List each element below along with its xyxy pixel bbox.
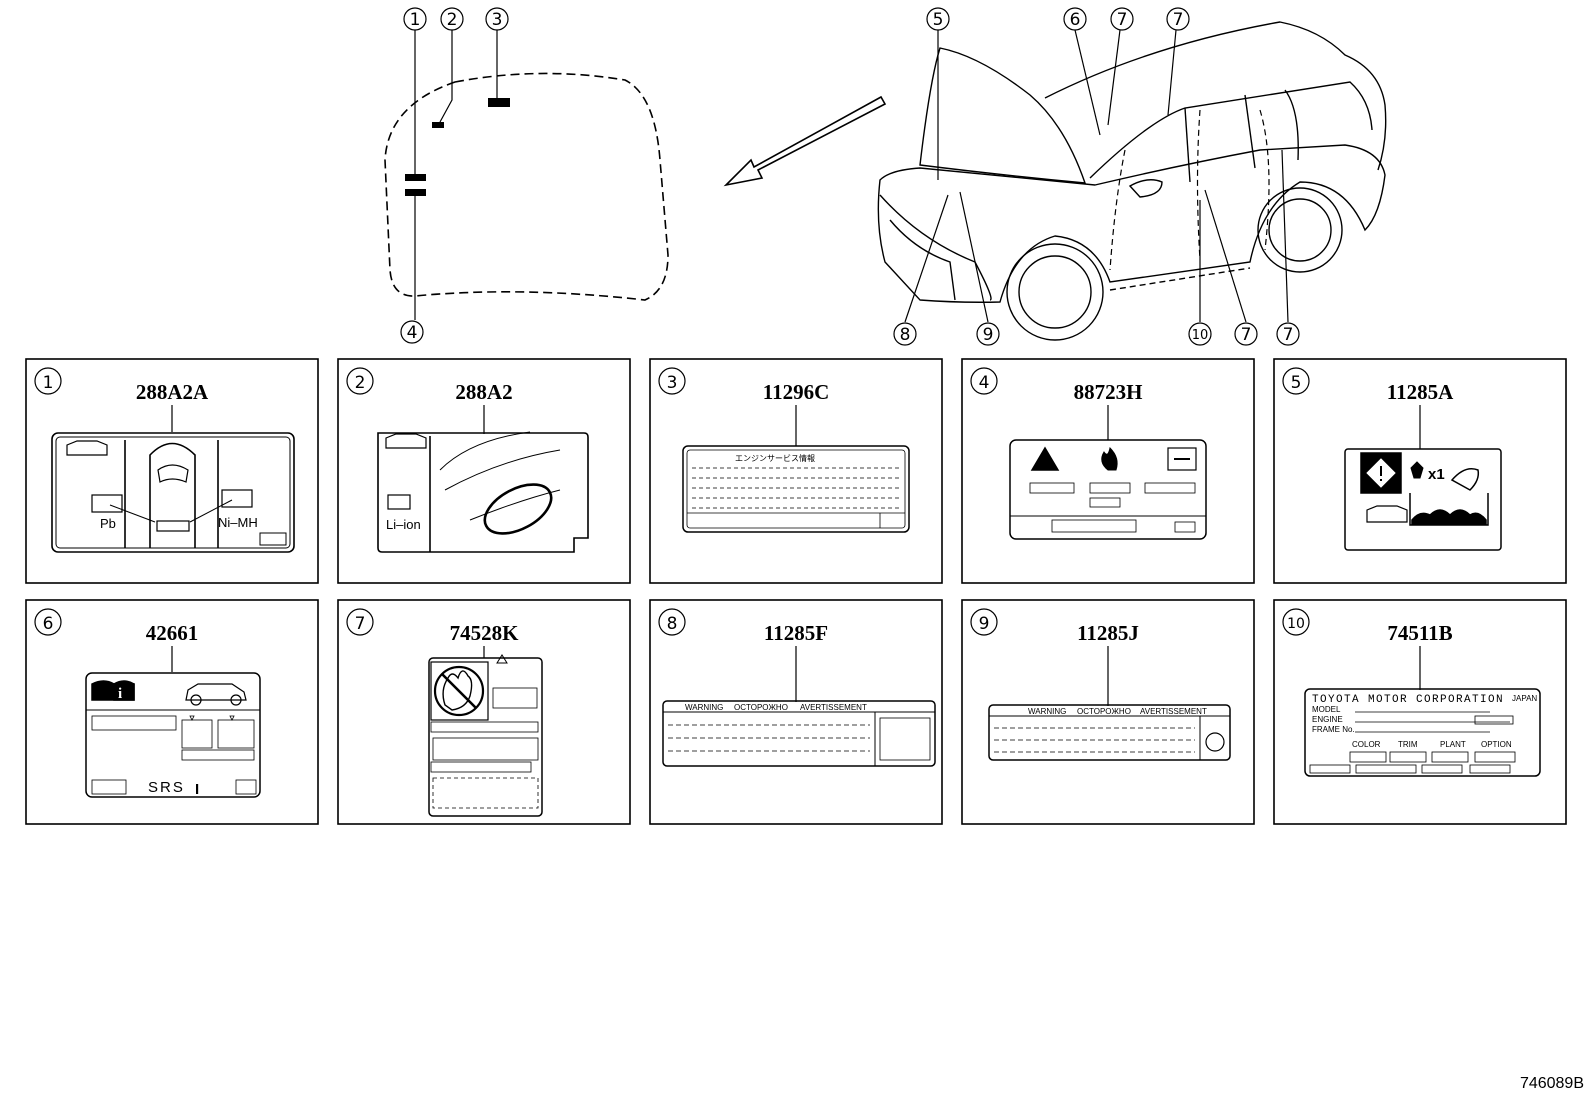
label-srs: SRS bbox=[148, 779, 185, 796]
callout-7a: 7 bbox=[1117, 10, 1128, 30]
label-11285A bbox=[1344, 448, 1502, 551]
callout-7c: 7 bbox=[1241, 325, 1252, 345]
callout-8: 8 bbox=[900, 325, 911, 345]
label-srs-i: I bbox=[195, 781, 199, 798]
label-11285J bbox=[988, 704, 1231, 761]
callout-4: 4 bbox=[407, 323, 418, 343]
label-74528K bbox=[428, 654, 543, 817]
label-11285F bbox=[662, 700, 936, 767]
part-number-88723H: 88723H bbox=[1074, 380, 1143, 404]
label-pb: Pb bbox=[100, 516, 116, 531]
callout-5: 5 bbox=[933, 10, 944, 30]
panel-3-number: 3 bbox=[667, 373, 678, 393]
callout-10: 10 bbox=[1192, 328, 1209, 343]
part-number-42661: 42661 bbox=[146, 621, 199, 645]
part-number-74528K: 74528K bbox=[450, 621, 520, 645]
label-9-octoponho: OCTOPOЖHO bbox=[1077, 707, 1131, 716]
part-number-74511B: 74511B bbox=[1387, 621, 1452, 645]
label-11296C bbox=[682, 445, 910, 533]
vehicle-leader-lines bbox=[904, 29, 1289, 323]
part-number-288A2: 288A2 bbox=[455, 380, 512, 404]
label-japan: JAPAN bbox=[1512, 694, 1537, 703]
label-option: OPTION bbox=[1481, 740, 1512, 749]
part-number-11285A: 11285A bbox=[1387, 380, 1454, 404]
part-number-11285J: 11285J bbox=[1077, 621, 1139, 645]
label-8-avertissement: AVERTISSEMENT bbox=[800, 703, 867, 712]
part-number-11296C: 11296C bbox=[763, 380, 830, 404]
vehicle-label-positions bbox=[1109, 109, 1270, 271]
panel-number-text: 1 2 3 4 5 6 7 8 9 10 bbox=[43, 373, 1305, 634]
callout-9: 9 bbox=[983, 325, 994, 345]
label-frame-no: FRAME No. bbox=[1312, 725, 1355, 734]
label-plant: PLANT bbox=[1440, 740, 1466, 749]
label-x1: x1 bbox=[1428, 466, 1445, 483]
callout-7d: 7 bbox=[1283, 325, 1294, 345]
panel-5-number: 5 bbox=[1291, 373, 1302, 393]
label-panels bbox=[25, 358, 1567, 825]
panel-1-number: 1 bbox=[43, 373, 54, 393]
part-number-288A2A: 288A2A bbox=[136, 380, 209, 404]
callout-2: 2 bbox=[447, 10, 458, 30]
part-leaders bbox=[171, 405, 1421, 706]
callout-6: 6 bbox=[1070, 10, 1081, 30]
top-callouts bbox=[400, 7, 1300, 346]
panel-8-number: 8 bbox=[667, 614, 678, 634]
hood-leader-lines bbox=[414, 30, 498, 320]
label-engine: ENGINE bbox=[1312, 715, 1343, 724]
hood-label-positions bbox=[405, 98, 510, 196]
panel-number-circles bbox=[34, 367, 1310, 636]
label-model: MODEL bbox=[1312, 705, 1341, 714]
top-callout-text: 1 2 3 4 5 6 7 7 8 9 10 7 7 bbox=[407, 10, 1294, 345]
hood-outline bbox=[384, 72, 669, 301]
callout-3: 3 bbox=[492, 10, 503, 30]
part-numbers: 288A2A 288A2 11296C 88723H 11285A 42661 … bbox=[136, 380, 1454, 645]
part-number-11285F: 11285F bbox=[764, 621, 828, 645]
label-88723H bbox=[1009, 439, 1207, 540]
label-288A2A bbox=[51, 432, 295, 553]
label-8-warning: WARNING bbox=[685, 703, 723, 712]
label-engine-service-info: エンジンサービス情報 bbox=[735, 453, 815, 463]
callout-7b: 7 bbox=[1173, 10, 1184, 30]
svg-text:i: i bbox=[118, 686, 122, 702]
label-288A2 bbox=[377, 431, 589, 553]
panel-9-number: 9 bbox=[979, 614, 990, 634]
label-trim: TRIM bbox=[1398, 740, 1418, 749]
label-74511B bbox=[1304, 688, 1541, 777]
callout-1: 1 bbox=[410, 10, 421, 30]
label-42661: i bbox=[85, 672, 261, 798]
vehicle-outline bbox=[877, 21, 1387, 341]
label-8-octoponho: OCTOPOЖHO bbox=[734, 703, 788, 712]
label-9-warning: WARNING bbox=[1028, 707, 1066, 716]
panel-7-number: 7 bbox=[355, 614, 366, 634]
panel-6-number: 6 bbox=[43, 614, 54, 634]
panel-10-number: 10 bbox=[1287, 616, 1305, 632]
label-9-avertissement: AVERTISSEMENT bbox=[1140, 707, 1207, 716]
label-li-ion: Li–ion bbox=[386, 517, 421, 532]
panel-4-number: 4 bbox=[979, 373, 990, 393]
panel-2-number: 2 bbox=[355, 373, 366, 393]
label-ni-mh: Ni–MH bbox=[218, 515, 258, 530]
label-color: COLOR bbox=[1352, 740, 1381, 749]
label-toyota-motor-corporation: TOYOTA MOTOR CORPORATION bbox=[1312, 694, 1504, 706]
direction-arrow bbox=[723, 95, 887, 187]
drawing-code: 746089B bbox=[1519, 1075, 1584, 1092]
